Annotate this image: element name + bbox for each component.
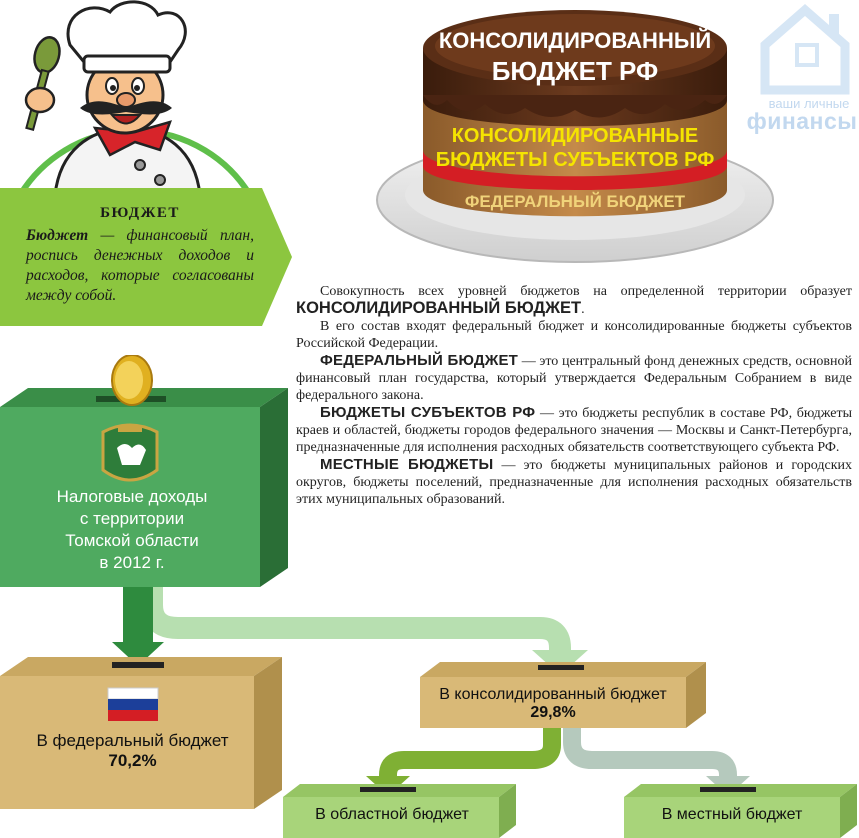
term-federal: ФЕДЕРАЛЬНЫЙ БЮДЖЕТ — [320, 352, 519, 369]
cake-top-label-line2: БЮДЖЕТ РФ — [492, 56, 659, 86]
tomsk-coat-of-arms-icon — [101, 423, 159, 482]
flow-to-local — [563, 728, 737, 778]
local-label: В местный бюджет — [661, 806, 803, 823]
regional-label: В областной бюджет — [315, 806, 469, 823]
federal-label: В федеральный бюджет 70,2% — [10, 731, 255, 771]
cake-middle-label-line1: КОНСОЛИДИРОВАННЫЕ — [452, 125, 699, 147]
article-paragraph-5: МЕСТНЫЕ БЮДЖЕТЫ — это бюджеты муниципаль… — [296, 456, 852, 507]
house-logo-icon — [760, 4, 850, 95]
source-label: Налоговые доходы с территории Томской об… — [56, 487, 208, 572]
cake-illustration-icon: КОНСОЛИДИРОВАННЫЙ БЮДЖЕТ РФ КОНСОЛИДИРОВ… — [376, 10, 774, 263]
consolidated-box — [420, 662, 706, 728]
cake-top-label-line1: КОНСОЛИДИРОВАННЫЙ — [439, 28, 711, 53]
definition-callout — [0, 188, 292, 326]
consolidated-label: В консолидированный бюджет 29,8% — [418, 686, 688, 722]
definition-term: Бюджет — [26, 227, 89, 244]
term-consolidated: КОНСОЛИДИРОВАННЫЙ БЮДЖЕТ — [296, 299, 582, 317]
local-box — [624, 784, 857, 838]
article-paragraph-3: ФЕДЕРАЛЬНЫЙ БЮДЖЕТ — это центральный фон… — [296, 352, 852, 403]
consolidated-percent: 29,8% — [530, 704, 576, 721]
article-paragraph-4: БЮДЖЕТЫ СУБЪЕКТОВ РФ — это бюджеты респу… — [296, 404, 853, 455]
flow-to-federal — [123, 585, 153, 643]
chef-mascot-icon — [16, 0, 254, 195]
definition-body: Бюджет — финансовый план, роспись денежн… — [26, 226, 254, 306]
arrow-head-federal — [112, 642, 164, 666]
term-regional: БЮДЖЕТЫ СУБЪЕКТОВ РФ — [320, 404, 536, 421]
russian-flag-icon — [107, 687, 159, 721]
cake-middle-label-line2: БЮДЖЕТЫ СУБЪЕКТОВ РФ — [436, 149, 715, 171]
flow-to-regional — [379, 728, 561, 778]
article-paragraph-2: В его состав входят федеральный бюджет и… — [296, 319, 852, 351]
logo-line2: финансы — [746, 108, 858, 134]
definition-text: БЮДЖЕТ Бюджет — финансовый план, роспись… — [26, 205, 254, 306]
logo-line1: ваши личные — [768, 96, 850, 111]
cake-bottom-label: ФЕДЕРАЛЬНЫЙ БЮДЖЕТ — [465, 192, 686, 211]
federal-percent: 70,2% — [108, 751, 157, 770]
regional-box — [283, 784, 516, 838]
definition-title: БЮДЖЕТ — [100, 205, 180, 221]
article-text: Совокупность всех уровней бюджетов на оп… — [296, 283, 852, 508]
coin-icon — [111, 355, 153, 406]
article-paragraph-1: Совокупность всех уровней бюджетов на оп… — [296, 284, 852, 317]
budget-flow-diagram — [0, 355, 857, 838]
definition-description: — финансовый план, роспись денежных дохо… — [26, 227, 254, 304]
term-local: МЕСТНЫЕ БЮДЖЕТЫ — [320, 456, 494, 473]
flow-to-consolidated — [141, 585, 571, 654]
federal-box — [0, 657, 282, 809]
